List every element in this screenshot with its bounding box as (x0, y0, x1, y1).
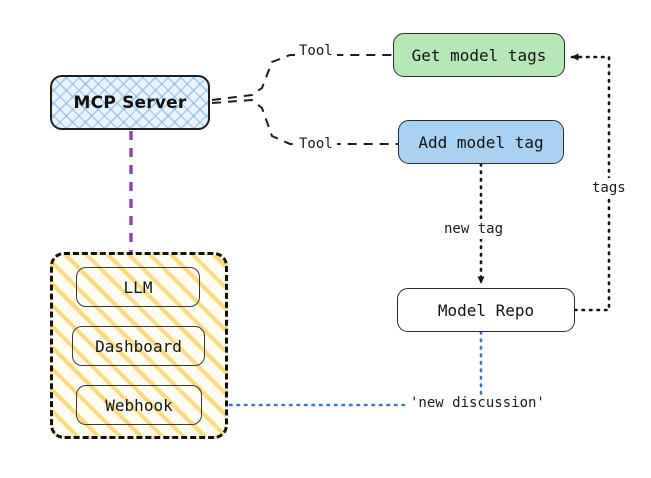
node-get-model-tags[interactable]: Get model tags (393, 33, 565, 77)
node-dashboard-label: Dashboard (95, 336, 182, 356)
node-add-model-tag[interactable]: Add model tag (398, 120, 564, 164)
node-model-repo-label: Model Repo (437, 300, 535, 320)
node-webhook[interactable]: Webhook (76, 385, 202, 425)
node-llm-label: LLM (123, 277, 153, 297)
edge-tags (570, 53, 611, 312)
edge-label-tool-top: Tool (295, 43, 337, 59)
node-mcp-server[interactable]: MCP Server (50, 75, 210, 130)
cluster-container (50, 252, 228, 439)
edge-label-new-discussion: 'new discussion' (406, 395, 549, 411)
node-get-model-tags-label: Get model tags (411, 45, 547, 65)
node-dashboard[interactable]: Dashboard (72, 326, 205, 366)
node-webhook-label: Webhook (105, 395, 173, 415)
edge-label-tags: tags (588, 178, 630, 198)
node-llm[interactable]: LLM (76, 267, 200, 307)
node-add-model-tag-label: Add model tag (418, 132, 544, 152)
edge-tool-top (211, 54, 393, 101)
edge-label-new-tag: new tag (440, 219, 508, 239)
edge-new-discussion (205, 330, 483, 409)
node-mcp-server-label: MCP Server (73, 92, 187, 113)
node-model-repo[interactable]: Model Repo (397, 288, 575, 332)
edge-label-tool-bottom: Tool (295, 136, 337, 152)
